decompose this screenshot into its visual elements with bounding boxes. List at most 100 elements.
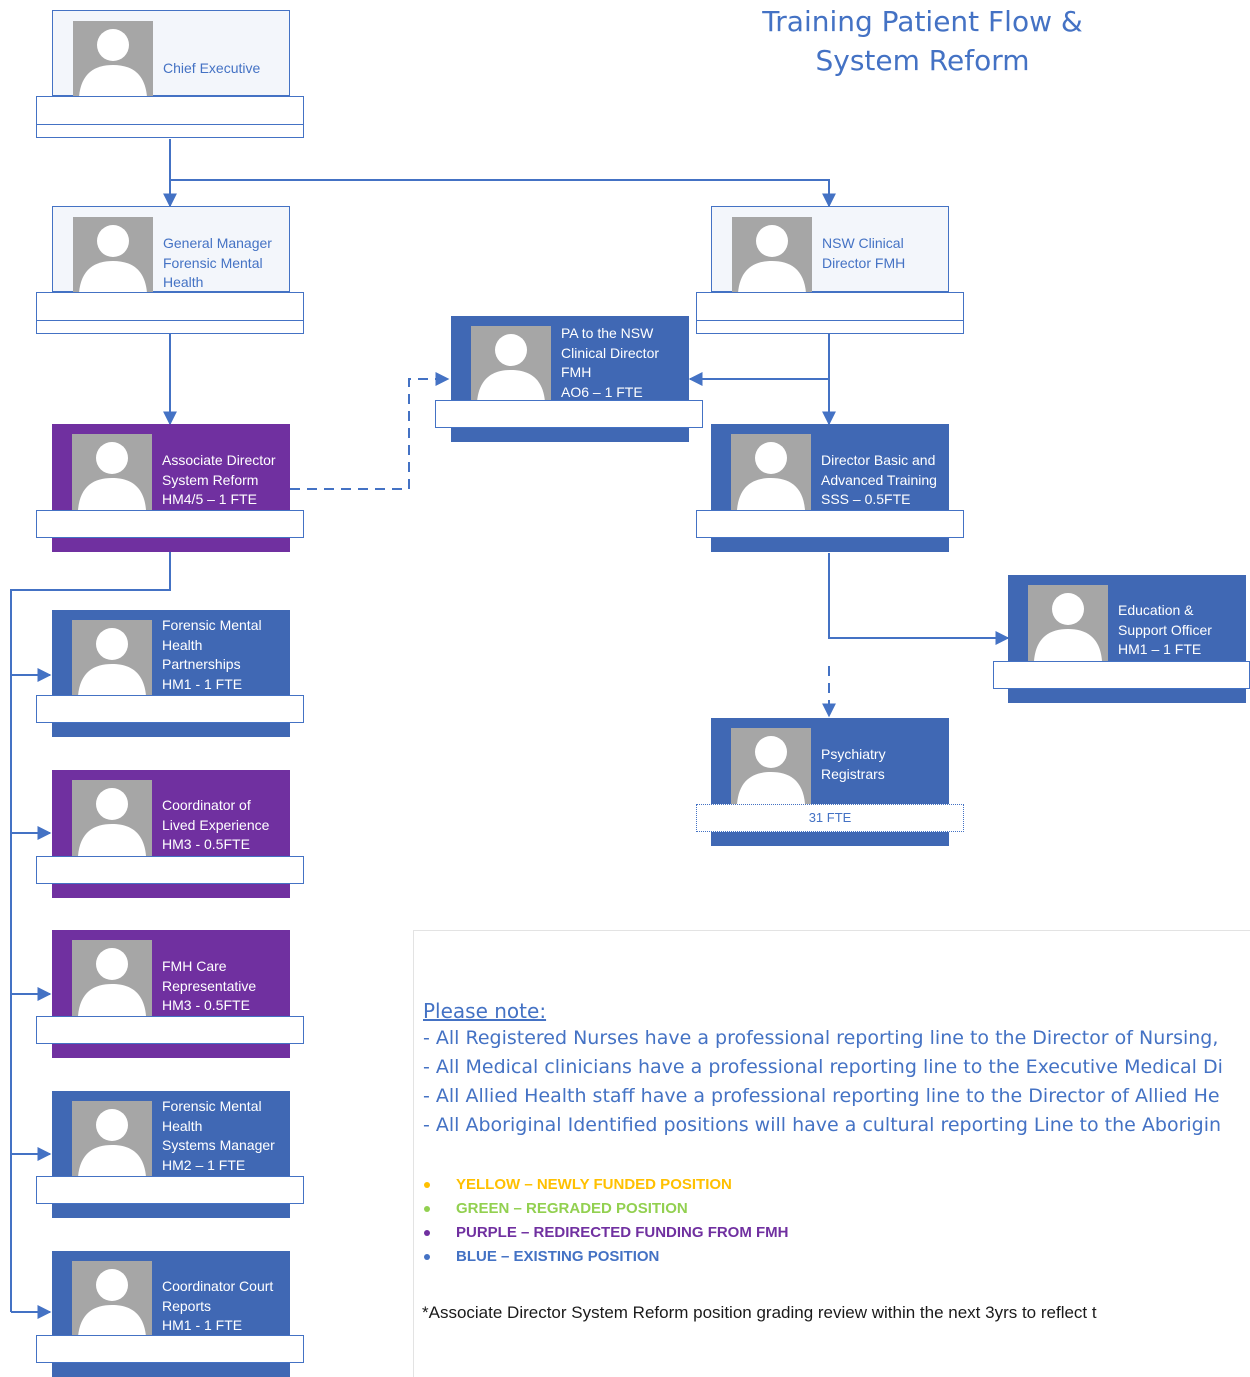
position-card-care-representative: FMH Care Representative HM3 - 0.5FTE [52,930,290,1016]
position-card-nsw-clinical-director: NSW Clinical Director FMH [711,206,949,293]
position-base-psychiatry-registrars: 31 FTE [696,804,964,846]
bullet-icon [424,1254,430,1261]
position-base-court-reports [36,1335,304,1377]
legend-label: BLUE – EXISTING POSITION [456,1248,660,1265]
position-title-line: Advanced Training [821,471,937,488]
position-title-line: Systems Manager [162,1137,275,1153]
position-title-line: Registrars [821,765,885,782]
position-base-systems-manager [36,1176,304,1218]
person-placeholder-icon [732,217,812,293]
title-line-2: System Reform [815,44,1030,77]
dashed-ad-to-pa [290,372,450,490]
position-title-line: Coordinator Court [162,1278,274,1294]
position-title-line: Director FMH [822,254,906,271]
position-title-line: General Manager [163,235,272,251]
position-title-line: Lived Experience [162,816,270,833]
legend-item-yellow: YELLOW – NEWLY FUNDED POSITION [424,1176,732,1193]
position-card-fmh-partnerships: Forensic Mental Health Partnerships HM1 … [52,610,290,696]
position-base-education-officer [993,661,1250,703]
person-placeholder-icon [72,1101,152,1177]
position-grade: HM1 - 1 FTE [162,675,243,692]
position-card-education-officer: Education & Support Officer HM1 – 1 FTE [1008,575,1246,661]
position-card-chief-executive: Chief Executive [52,10,290,97]
bullet-icon [424,1230,430,1237]
notes-heading: Please note: [423,999,547,1023]
person-placeholder-icon [72,780,152,856]
person-placeholder-icon [73,217,153,293]
note-line: - All Aboriginal Identified positions wi… [423,1114,1222,1136]
position-title-line: Representative [162,977,257,994]
position-base-associate-director [36,510,304,552]
position-title-line: Reports [162,1297,212,1314]
position-grade: HM1 - 1 FTE [162,1317,243,1333]
position-title-line: Chief Executive [163,60,261,76]
position-title-line: Health [163,274,204,290]
position-base-nsw-clinical-director [696,292,964,334]
chart-title: Training Patient Flow & System Reform [700,2,1145,80]
position-title-line: FMH Care [162,958,227,974]
notes-panel: Please note: - All Registered Nurses hav… [413,930,1250,1377]
legend-label: YELLOW – NEWLY FUNDED POSITION [456,1176,732,1193]
person-placeholder-icon [72,620,152,696]
person-placeholder-icon [1028,585,1108,661]
position-fte: 31 FTE [696,804,964,832]
position-grade: HM4/5 – 1 FTE [162,491,257,507]
legend-label: GREEN – REGRADED POSITION [456,1200,688,1217]
position-card-systems-manager: Forensic Mental Health Systems Manager H… [52,1091,290,1177]
person-placeholder-icon [73,21,153,97]
position-base-care-representative [36,1016,304,1058]
bullet-icon [424,1206,430,1213]
title-line-1: Training Patient Flow & [762,5,1083,38]
position-title-line: Health [162,636,203,653]
footnote: *Associate Director System Reform positi… [422,1303,1097,1322]
person-placeholder-icon [72,940,152,1016]
position-base-pa-clinical-director [435,400,703,442]
legend-item-blue: BLUE – EXISTING POSITION [424,1248,659,1265]
note-line: - All Medical clinicians have a professi… [423,1056,1223,1078]
position-card-general-manager: General Manager Forensic Mental Health [52,206,290,293]
position-base-coordinator-lived-experience [36,856,304,898]
position-title-line: Forensic Mental [163,254,263,271]
position-card-psychiatry-registrars: Psychiatry Registrars [711,718,949,804]
position-title-line: Support Officer [1118,621,1212,638]
position-card-associate-director: Associate Director System Reform HM4/5 –… [52,424,290,510]
position-card-pa-clinical-director: PA to the NSW Clinical Director FMH AO6 … [451,316,689,402]
position-grade: HM2 – 1 FTE [162,1156,246,1173]
legend-label: PURPLE – REDIRECTED FUNDING FROM FMH [456,1224,789,1241]
position-title-line: Associate Director [162,452,276,468]
person-placeholder-icon [731,434,811,510]
position-title-line: Coordinator of [162,797,251,813]
position-title-line: Forensic Mental [162,617,262,633]
position-title-line: Clinical Director [561,344,660,361]
bullet-icon [424,1182,430,1189]
position-grade: AO6 – 1 FTE [561,383,643,400]
position-base-general-manager [36,292,304,334]
position-base-chief-executive [36,96,304,138]
note-line: - All Registered Nurses have a professio… [423,1027,1219,1049]
line-director-to-education [828,553,1010,645]
position-grade: HM3 - 0.5FTE [162,997,250,1013]
position-grade: SSS – 0.5FTE [821,491,911,507]
position-title-line: NSW Clinical [822,235,904,251]
line-ce-to-nsw [170,179,836,208]
legend-item-green: GREEN – REGRADED POSITION [424,1200,688,1217]
position-card-court-reports: Coordinator Court Reports HM1 - 1 FTE [52,1251,290,1337]
legend-item-purple: PURPLE – REDIRECTED FUNDING FROM FMH [424,1224,789,1241]
position-title-line: Health [162,1117,203,1134]
position-title-line: FMH [561,364,592,380]
person-placeholder-icon [731,728,811,804]
position-title-line: Psychiatry [821,746,886,762]
position-grade: HM1 – 1 FTE [1118,641,1202,657]
position-title-line: System Reform [162,471,259,488]
position-title-line: Partnerships [162,656,241,672]
person-placeholder-icon [471,326,551,402]
position-title-line: Director Basic and [821,452,936,468]
position-card-director-training: Director Basic and Advanced Training SSS… [711,424,949,510]
position-title-line: PA to the NSW [561,325,654,341]
position-base-fmh-partnerships [36,695,304,737]
line-ad-branch [10,552,171,1312]
position-base-director-training [696,510,964,552]
position-grade: HM3 - 0.5FTE [162,836,250,852]
note-line: - All Allied Health staff have a profess… [423,1085,1220,1107]
